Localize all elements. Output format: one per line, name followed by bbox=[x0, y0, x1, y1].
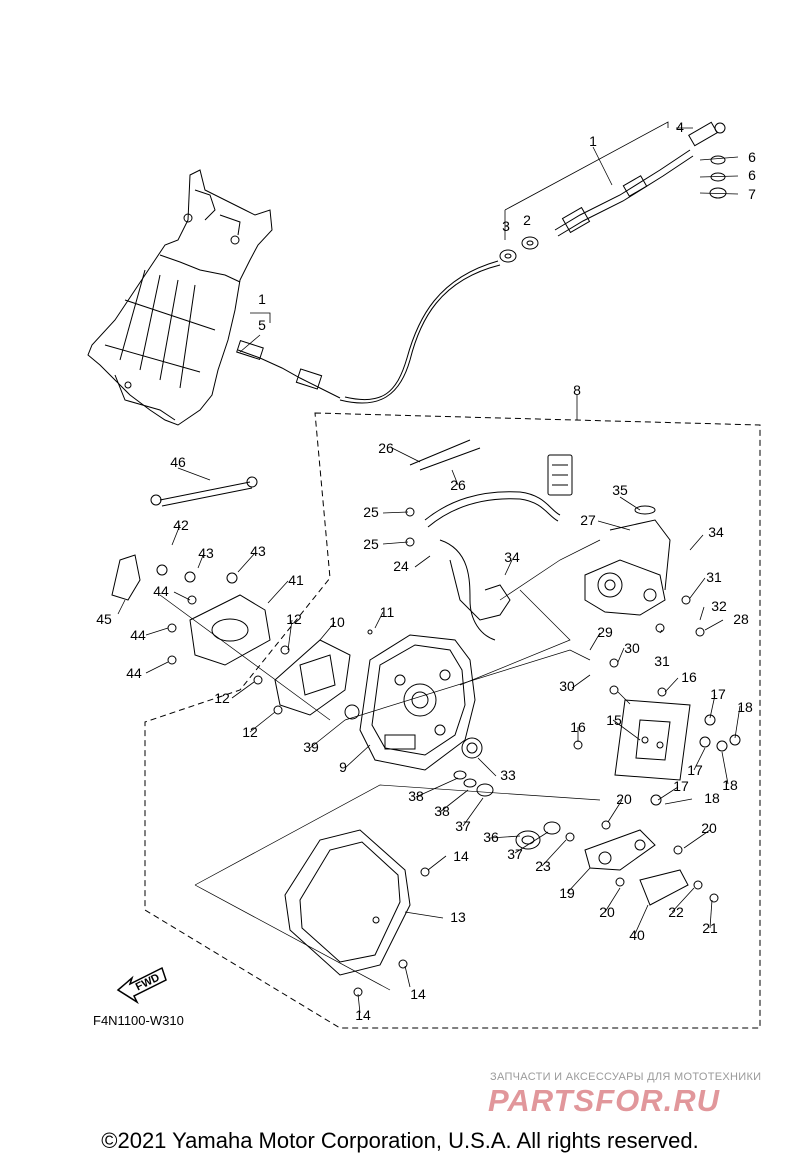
rod-drawing bbox=[159, 481, 253, 507]
callout-40: 40 bbox=[629, 927, 645, 943]
callout-43: 43 bbox=[198, 545, 214, 561]
callout-18: 18 bbox=[722, 777, 738, 793]
copyright-notice: ©2021 Yamaha Motor Corporation, U.S.A. A… bbox=[101, 1128, 699, 1153]
leader-lines bbox=[117, 121, 741, 1014]
callout-22: 22 bbox=[668, 904, 684, 920]
callout-43: 43 bbox=[250, 543, 266, 559]
nut-washer-drawing bbox=[499, 155, 727, 263]
callout-41: 41 bbox=[288, 572, 304, 588]
callout-20: 20 bbox=[616, 791, 632, 807]
callout-17: 17 bbox=[710, 686, 726, 702]
callout-24: 24 bbox=[393, 558, 409, 574]
callout-35: 35 bbox=[612, 482, 628, 498]
callout-3: 3 bbox=[502, 218, 510, 234]
sensor-bracket-drawing bbox=[614, 699, 691, 781]
callout-44: 44 bbox=[130, 627, 146, 643]
callout-38: 38 bbox=[434, 803, 450, 819]
callout-1: 1 bbox=[589, 133, 597, 149]
callout-17: 17 bbox=[687, 762, 703, 778]
callout-11: 11 bbox=[380, 604, 395, 620]
steering-cable-drawing bbox=[236, 121, 726, 404]
callout-10: 10 bbox=[329, 614, 345, 630]
assembly-boundary-8 bbox=[144, 412, 761, 1029]
callout-12: 12 bbox=[286, 611, 302, 627]
callout-45: 45 bbox=[96, 611, 112, 627]
callout-19: 19 bbox=[559, 885, 575, 901]
callout-39: 39 bbox=[303, 739, 319, 755]
callout-38: 38 bbox=[408, 788, 424, 804]
diagram-code: F4N1100-W310 bbox=[93, 1013, 184, 1028]
callout-6: 6 bbox=[748, 149, 756, 165]
callout-14: 14 bbox=[355, 1007, 371, 1023]
callout-21: 21 bbox=[702, 920, 718, 936]
cover-drawing bbox=[284, 829, 411, 976]
callout-42: 42 bbox=[173, 517, 189, 533]
gear-drawing bbox=[461, 737, 483, 759]
callout-34: 34 bbox=[708, 524, 724, 540]
bracket-drawing bbox=[111, 554, 141, 601]
callout-37: 37 bbox=[455, 818, 471, 834]
callout-28: 28 bbox=[733, 611, 749, 627]
callout-30: 30 bbox=[624, 640, 640, 656]
callout-20: 20 bbox=[599, 904, 615, 920]
callout-6: 6 bbox=[748, 167, 756, 183]
callout-30: 30 bbox=[559, 678, 575, 694]
callout-8: 8 bbox=[573, 382, 581, 398]
callout-46: 46 bbox=[170, 454, 186, 470]
callout-31: 31 bbox=[654, 653, 670, 669]
guide-lines bbox=[159, 539, 601, 991]
callout-25: 25 bbox=[363, 504, 379, 520]
fwd-label: FWD bbox=[134, 972, 162, 994]
motor-bracket-drawing bbox=[584, 505, 671, 616]
callout-4: 4 bbox=[676, 119, 684, 135]
callout-34: 34 bbox=[504, 549, 520, 565]
callout-7: 7 bbox=[748, 186, 756, 202]
callout-13: 13 bbox=[450, 909, 466, 925]
control-box-housing-drawing bbox=[359, 634, 476, 771]
callout-27: 27 bbox=[580, 512, 596, 528]
callout-26: 26 bbox=[450, 477, 466, 493]
callout-16: 16 bbox=[570, 719, 586, 735]
link-arm-drawing bbox=[584, 829, 656, 871]
fwd-arrow: FWD bbox=[116, 966, 167, 1005]
watermark-brand: PARTSFOR.RU bbox=[488, 1083, 721, 1118]
cable-tie-drawing bbox=[409, 439, 481, 471]
callout-36: 36 bbox=[483, 829, 499, 845]
callout-1: 1 bbox=[258, 291, 266, 307]
wire-harness-drawing bbox=[424, 454, 573, 641]
callout-31: 31 bbox=[706, 569, 722, 585]
callout-44: 44 bbox=[153, 583, 169, 599]
callout-33: 33 bbox=[500, 767, 516, 783]
callout-2: 2 bbox=[523, 212, 531, 228]
callout-12: 12 bbox=[214, 690, 230, 706]
callout-17: 17 bbox=[673, 778, 689, 794]
callout-5: 5 bbox=[258, 317, 266, 333]
callout-16: 16 bbox=[681, 669, 697, 685]
callout-44: 44 bbox=[126, 665, 142, 681]
callout-23: 23 bbox=[535, 858, 551, 874]
callout-18: 18 bbox=[737, 699, 753, 715]
callout-labels: 1234667158262646352734252524343132283142… bbox=[96, 119, 756, 1023]
callout-26: 26 bbox=[378, 440, 394, 456]
callout-12: 12 bbox=[242, 724, 258, 740]
callout-25: 25 bbox=[363, 536, 379, 552]
callout-29: 29 bbox=[597, 624, 613, 640]
callout-37: 37 bbox=[507, 846, 523, 862]
callout-18: 18 bbox=[704, 790, 720, 806]
jet-nozzle-housing-drawing bbox=[87, 169, 273, 426]
callout-9: 9 bbox=[339, 759, 347, 775]
callout-32: 32 bbox=[711, 598, 727, 614]
callout-20: 20 bbox=[701, 820, 717, 836]
callout-14: 14 bbox=[410, 986, 426, 1002]
callout-14: 14 bbox=[453, 848, 469, 864]
callout-15: 15 bbox=[606, 712, 622, 728]
watermark-tagline: ЗАПЧАСТИ И АКСЕССУАРЫ ДЛЯ МОТОТЕХНИКИ bbox=[490, 1071, 762, 1083]
